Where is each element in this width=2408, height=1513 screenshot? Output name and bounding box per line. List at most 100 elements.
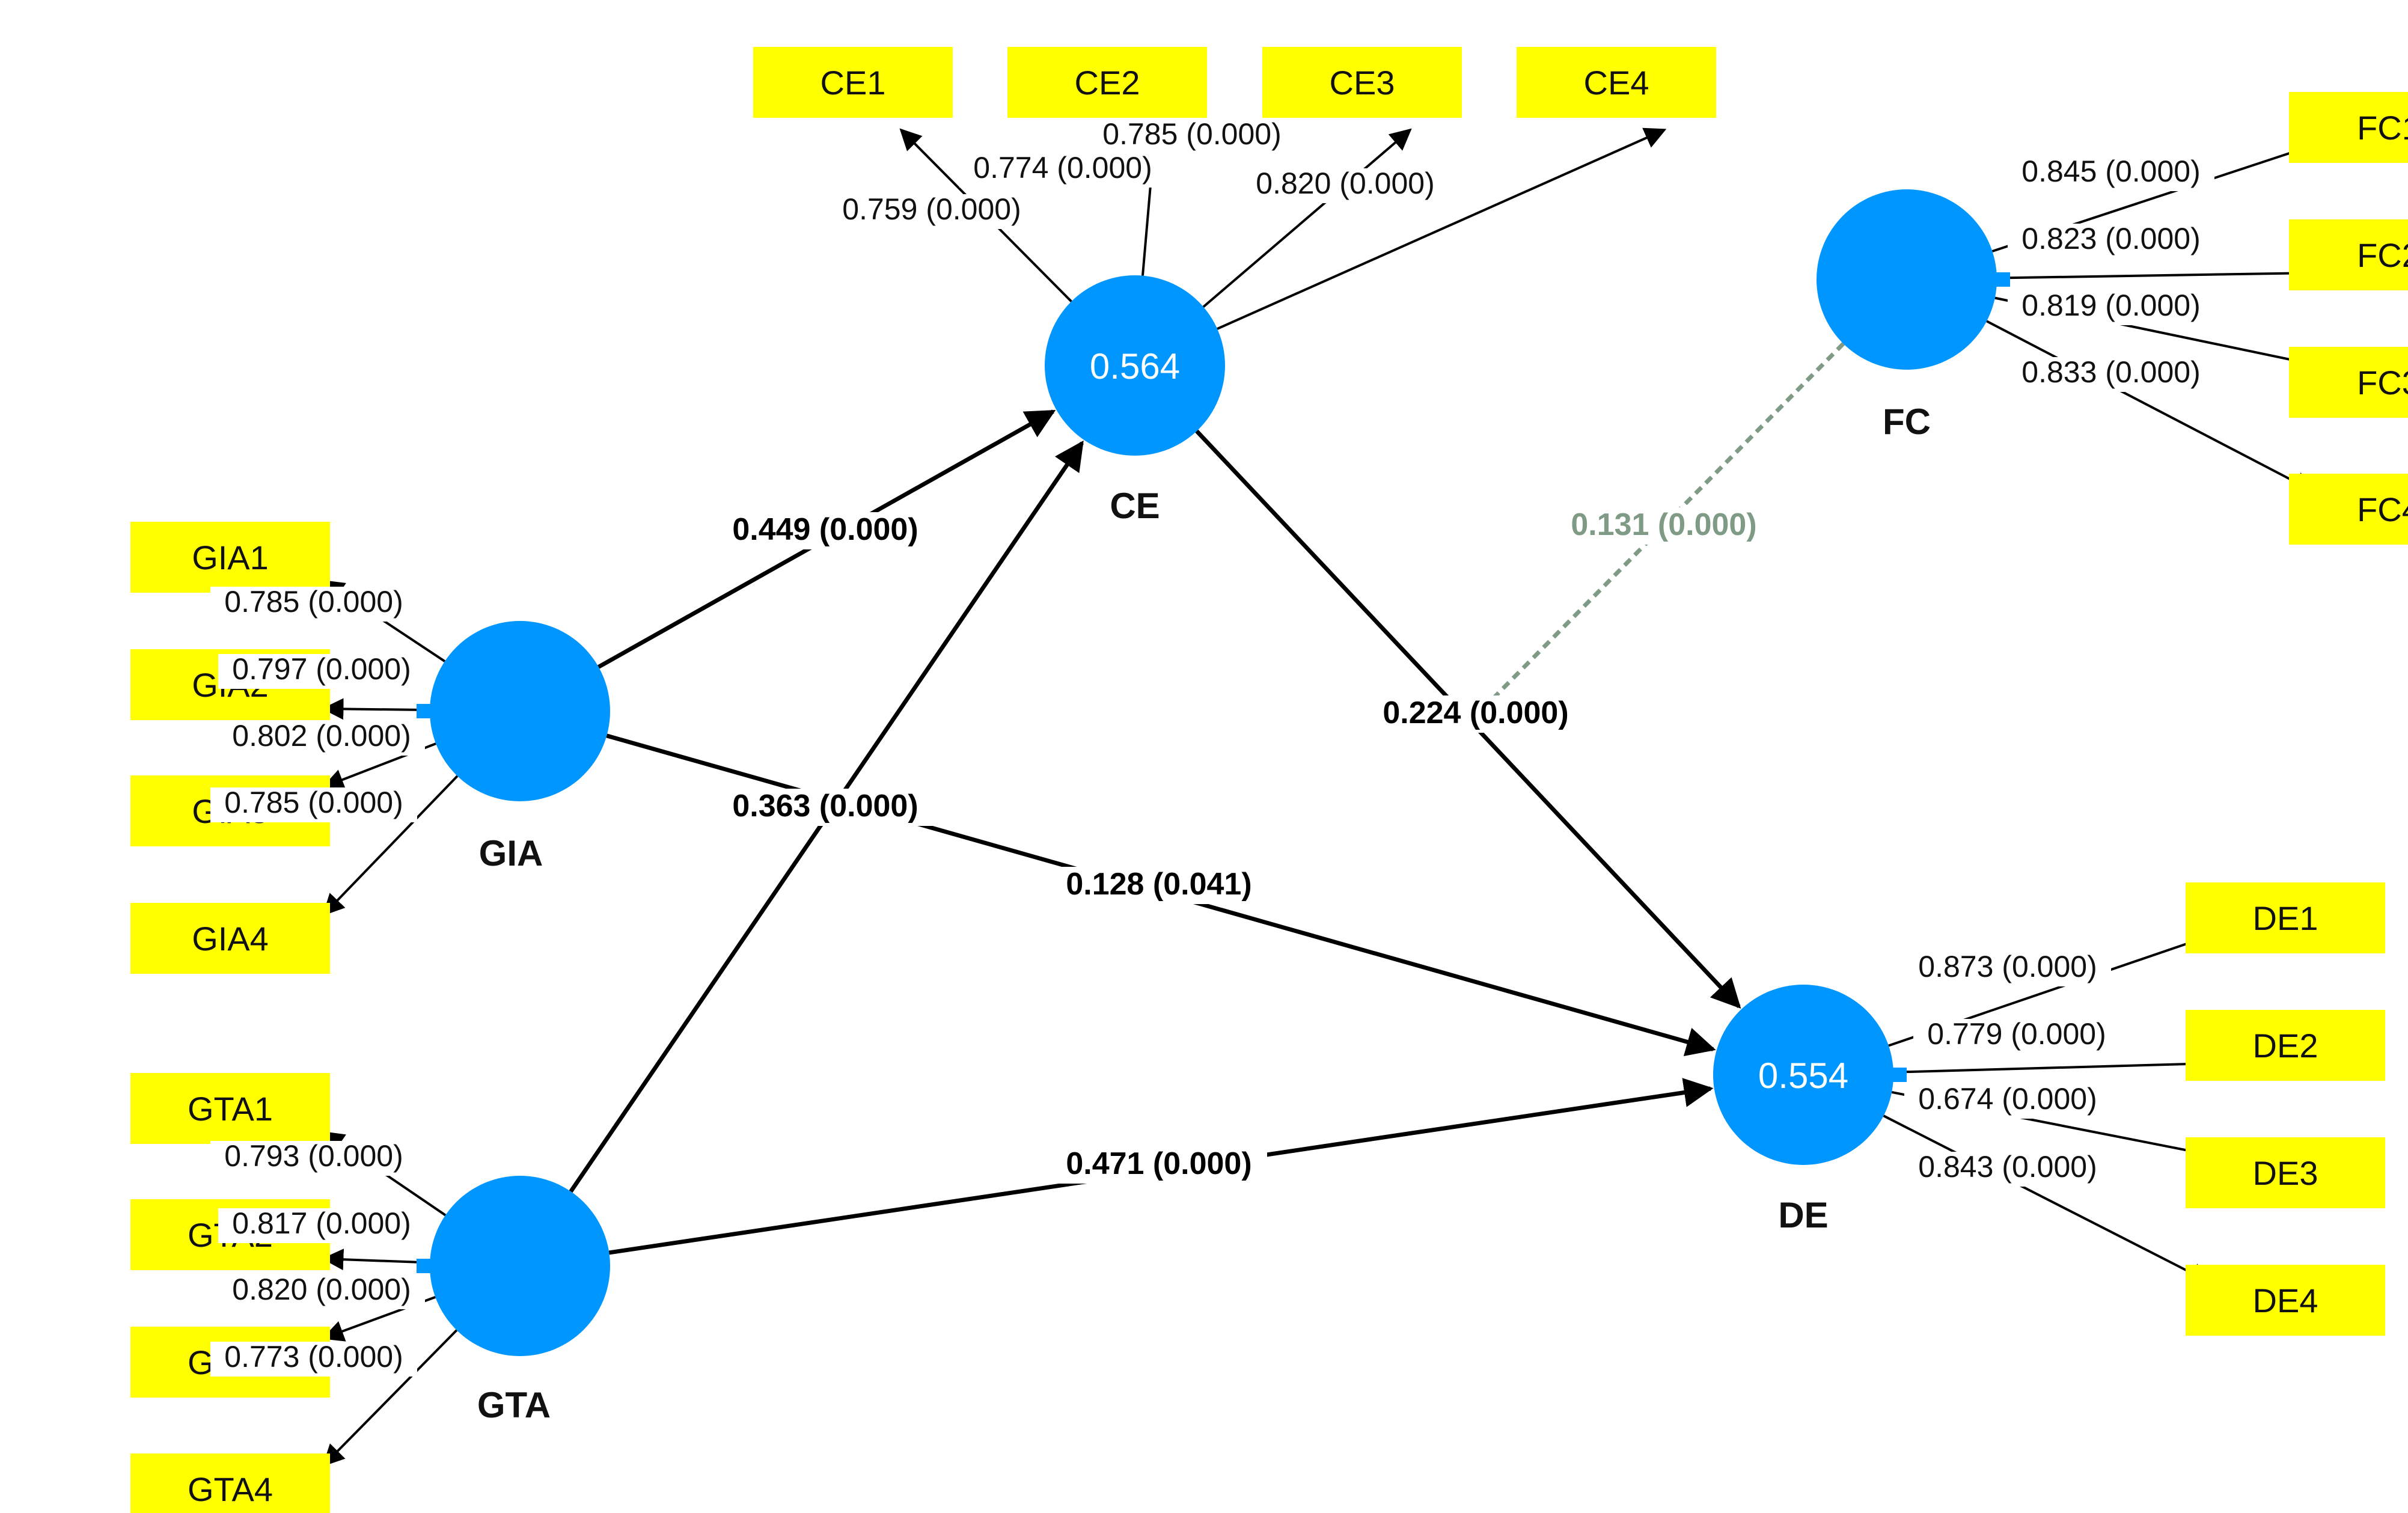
loading-value: 0.785 (0.000) <box>224 585 403 619</box>
loading-value: 0.823 (0.000) <box>2021 222 2200 255</box>
indicator-fc4[interactable]: FC4 <box>2289 474 2408 545</box>
indicator-label: CE1 <box>820 64 886 102</box>
indicator-fc2[interactable]: FC2 <box>2289 219 2408 290</box>
loading-value: 0.779 (0.000) <box>1927 1017 2106 1051</box>
indicator-de2[interactable]: DE2 <box>2186 1010 2385 1081</box>
indicator-box <box>130 1453 330 1513</box>
indicator-ce4[interactable]: CE4 <box>1517 47 1716 118</box>
loading-label-bg <box>1242 168 1449 203</box>
construct-name: GTA <box>477 1385 551 1425</box>
indicator-box <box>130 522 330 593</box>
loading-line-fc4 <box>1986 320 2315 492</box>
loading-value: 0.674 (0.000) <box>1918 1082 2097 1116</box>
indicator-box <box>1262 47 1462 118</box>
indicator-box <box>2186 882 2385 953</box>
loading-value: 0.873 (0.000) <box>1918 950 2097 983</box>
loading-value: 0.802 (0.000) <box>232 719 411 753</box>
nodes-layer: CE1CE2CE3CE4FC1FC2FC3FC4GIA1GIA2GIA3GIA4… <box>130 47 2408 1513</box>
loading-line-ce4 <box>1217 127 1667 330</box>
indicator-box <box>2186 1265 2385 1336</box>
loading-label-gia3: 0.802 (0.000) <box>218 719 425 756</box>
construct-r2-value: 0.554 <box>1758 1056 1848 1096</box>
loading-value: 0.774 (0.000) <box>973 151 1152 185</box>
loading-label-gia1: 0.785 (0.000) <box>210 585 417 622</box>
path-coefficient: 0.224 (0.000) <box>1383 695 1568 730</box>
path-coefficient: 0.131 (0.000) <box>1571 507 1756 542</box>
path-label-bg <box>1051 1146 1267 1184</box>
loading-value: 0.843 (0.000) <box>1918 1150 2097 1184</box>
loading-value: 0.759 (0.000) <box>842 192 1021 226</box>
construct-circle <box>1817 189 1997 370</box>
loading-value: 0.845 (0.000) <box>2021 154 2200 188</box>
construct-handle <box>1889 1068 1907 1082</box>
loading-label-fc2: 0.823 (0.000) <box>2008 222 2214 258</box>
loading-line-de2 <box>1893 1053 2212 1075</box>
path-coefficient: 0.471 (0.000) <box>1066 1146 1251 1181</box>
indicator-label: GTA1 <box>188 1090 273 1128</box>
indicator-fc3[interactable]: FC3 <box>2289 347 2408 418</box>
indicator-gia4[interactable]: GIA4 <box>130 903 330 974</box>
loading-value: 0.785 (0.000) <box>1102 117 1281 151</box>
indicator-box <box>2186 1137 2385 1208</box>
indicator-label: GIA4 <box>192 920 269 958</box>
loading-label-ce4: 0.820 (0.000) <box>1242 167 1449 203</box>
indicator-gta1[interactable]: GTA1 <box>130 1073 330 1144</box>
construct-fc[interactable]: FC <box>1817 189 2010 442</box>
indicator-label: FC2 <box>2357 236 2408 274</box>
loading-label-bg <box>210 1141 417 1176</box>
construct-circle <box>430 1176 610 1356</box>
indicator-box <box>2186 1010 2385 1081</box>
loading-label-fc3: 0.819 (0.000) <box>2008 289 2214 325</box>
loading-line-de4 <box>1883 1114 2212 1283</box>
loading-label-bg <box>1904 1084 2111 1119</box>
indicator-label: DE1 <box>2253 899 2318 937</box>
path-label-gta-ce: 0.363 (0.000) <box>717 789 934 826</box>
construct-name: DE <box>1778 1195 1828 1235</box>
indicator-de3[interactable]: DE3 <box>2186 1137 2385 1208</box>
loading-value: 0.773 (0.000) <box>224 1340 403 1374</box>
path-label-bg <box>1051 867 1267 904</box>
indicator-de4[interactable]: DE4 <box>2186 1265 2385 1336</box>
construct-gta[interactable]: GTA <box>417 1176 610 1425</box>
loading-label-gia2: 0.797 (0.000) <box>218 652 425 689</box>
indicator-ce3[interactable]: CE3 <box>1262 47 1462 118</box>
path-label-bg <box>1556 507 1772 545</box>
indicator-gia1[interactable]: GIA1 <box>130 522 330 593</box>
loading-label-bg <box>210 1342 417 1377</box>
loading-label-bg <box>2008 224 2214 258</box>
path-coefficient: 0.449 (0.000) <box>732 512 918 547</box>
loading-line-gta2 <box>322 1249 430 1271</box>
indicator-label: DE4 <box>2253 1282 2318 1319</box>
loading-label-bg <box>1089 119 1295 154</box>
construct-name: FC <box>1883 402 1931 442</box>
indicator-ce1[interactable]: CE1 <box>753 47 953 118</box>
loading-value: 0.820 (0.000) <box>232 1273 411 1306</box>
loading-label-gta1: 0.793 (0.000) <box>210 1139 417 1176</box>
path-label-bg <box>1367 695 1584 733</box>
indicator-fc1[interactable]: FC1 <box>2289 92 2408 163</box>
path-label-bg <box>717 512 934 549</box>
loading-label-gta3: 0.820 (0.000) <box>218 1273 425 1309</box>
loading-value: 0.793 (0.000) <box>224 1139 403 1173</box>
loading-label-bg <box>218 721 425 756</box>
path-label-bg <box>717 789 934 826</box>
indicator-box <box>130 903 330 974</box>
indicator-de1[interactable]: DE1 <box>2186 882 2385 953</box>
construct-gia[interactable]: GIA <box>417 621 610 873</box>
loading-label-ce3: 0.785 (0.000) <box>1089 117 1295 154</box>
loading-label-de4: 0.843 (0.000) <box>1904 1150 2111 1187</box>
loading-label-de2: 0.779 (0.000) <box>1913 1017 2120 1054</box>
loading-label-gta4: 0.773 (0.000) <box>210 1340 417 1377</box>
loading-value: 0.820 (0.000) <box>1256 167 1434 200</box>
loading-value: 0.817 (0.000) <box>232 1206 411 1240</box>
indicator-label: CE4 <box>1584 64 1649 102</box>
indicator-ce2[interactable]: CE2 <box>1007 47 1207 118</box>
construct-circle <box>1713 985 1893 1165</box>
path-label-fc-mod: 0.131 (0.000) <box>1556 507 1772 545</box>
loading-label-bg <box>1904 952 2111 986</box>
indicator-gta4[interactable]: GTA4 <box>130 1453 330 1513</box>
loading-label-ce2: 0.774 (0.000) <box>959 151 1166 188</box>
